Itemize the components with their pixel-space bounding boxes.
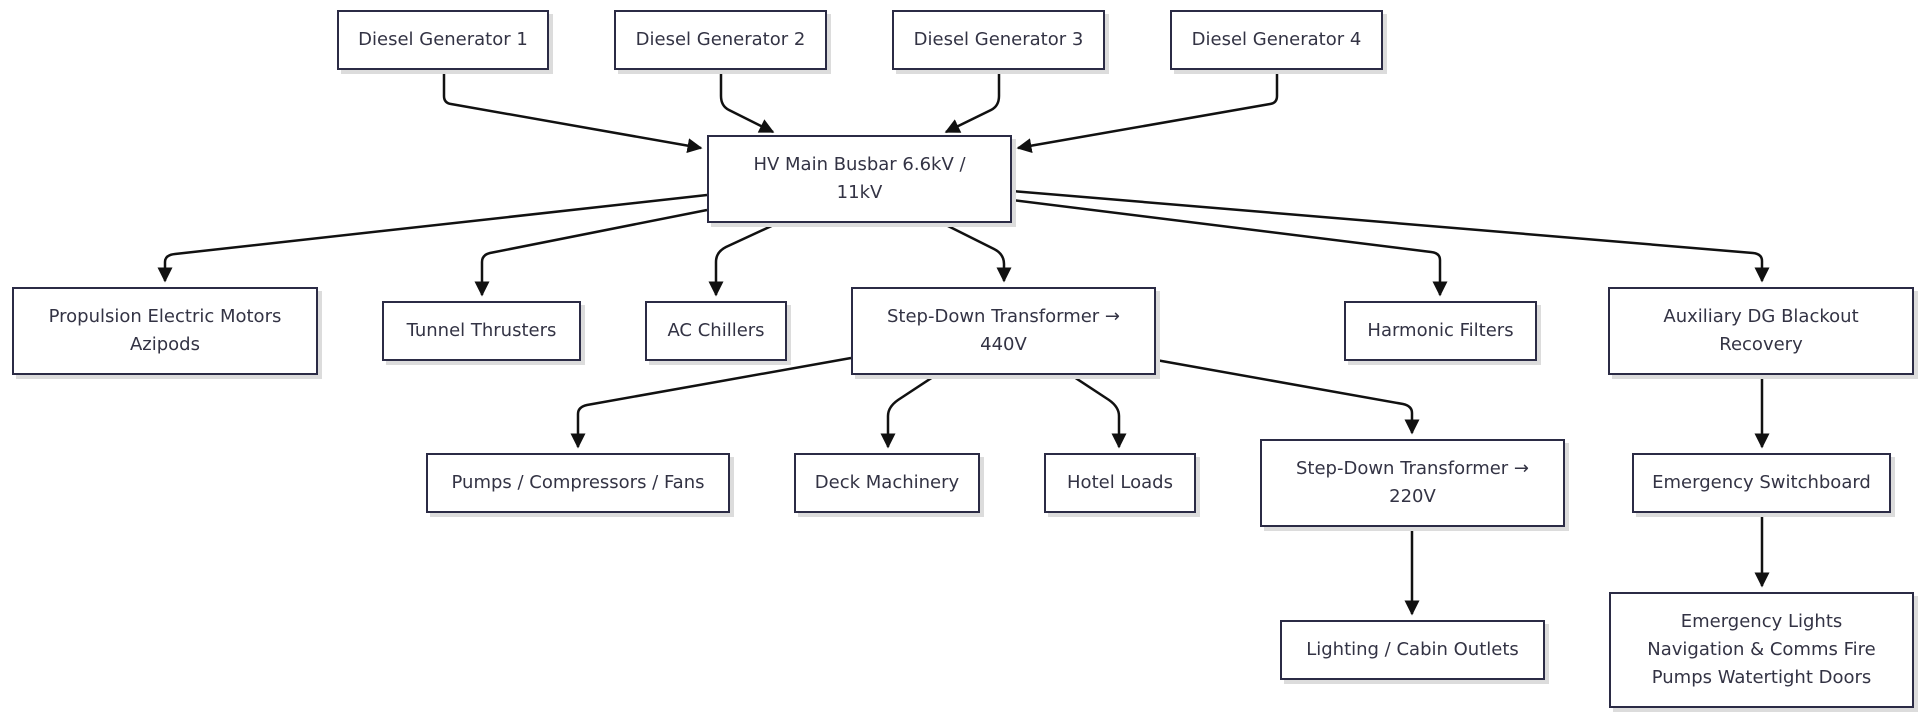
hotel-loads-node[interactable]: Hotel Loads [1044, 453, 1196, 513]
ac-chillers-node[interactable]: AC Chillers [645, 301, 787, 361]
node-label: Diesel Generator 1 [358, 29, 528, 50]
node-label: Hotel Loads [1067, 472, 1173, 493]
harmonic-filters-node[interactable]: Harmonic Filters [1344, 301, 1537, 361]
tunnel-thrusters-node[interactable]: Tunnel Thrusters [382, 301, 581, 361]
lighting-cabin-outlets-node[interactable]: Lighting / Cabin Outlets [1280, 620, 1545, 680]
connector-busbar-to-harmonic [1011, 198, 1448, 297]
diesel-generator-4-node[interactable]: Diesel Generator 4 [1170, 10, 1383, 70]
node-label: Harmonic Filters [1367, 320, 1514, 341]
node-label: Tunnel Thrusters [406, 320, 557, 341]
node-label: Emergency Switchboard [1652, 472, 1871, 493]
diesel-generator-1-node[interactable]: Diesel Generator 1 [337, 10, 549, 70]
connector-transformer440-to-deck [880, 373, 937, 449]
node-label: Step-Down Transformer → 440V [886, 306, 1120, 355]
deck-machinery-node[interactable]: Deck Machinery [794, 453, 980, 513]
connector-dg4-to-busbar [1016, 71, 1279, 154]
connector-busbar-to-auxdg [1011, 189, 1770, 283]
auxiliary-dg-node[interactable]: Auxiliary DG Blackout Recovery [1608, 287, 1914, 375]
diesel-generator-3-node[interactable]: Diesel Generator 3 [892, 10, 1105, 70]
pumps-compressors-fans-node[interactable]: Pumps / Compressors / Fans [426, 453, 730, 513]
connector-transformer440-to-hotel [1070, 373, 1127, 449]
step-down-transformer-220v-node[interactable]: Step-Down Transformer → 220V [1260, 439, 1565, 527]
connector-busbar-to-transformer440 [941, 221, 1012, 283]
node-label: Pumps / Compressors / Fans [451, 472, 705, 493]
emergency-loads-node[interactable]: Emergency Lights Navigation & Comms Fire… [1609, 592, 1914, 708]
node-label: HV Main Busbar 6.6kV / 11kV [753, 154, 966, 203]
connector-busbar-to-chillers [708, 221, 779, 297]
diesel-generator-2-node[interactable]: Diesel Generator 2 [614, 10, 827, 70]
node-label: Step-Down Transformer → 220V [1295, 458, 1529, 507]
connector-busbar-to-thrusters [474, 208, 708, 297]
hv-main-busbar-node[interactable]: HV Main Busbar 6.6kV / 11kV [707, 135, 1012, 223]
propulsion-motors-node[interactable]: Propulsion Electric Motors Azipods [12, 287, 318, 375]
node-label: AC Chillers [667, 320, 765, 341]
connector-dg3-to-busbar [944, 71, 1001, 134]
node-label: Diesel Generator 3 [913, 29, 1084, 50]
connector-busbar-to-propulsion [157, 193, 708, 283]
node-label: Diesel Generator 2 [635, 29, 806, 50]
node-label: Deck Machinery [814, 472, 960, 493]
emergency-switchboard-node[interactable]: Emergency Switchboard [1632, 453, 1891, 513]
step-down-transformer-440v-node[interactable]: Step-Down Transformer → 440V [851, 287, 1156, 375]
node-label: Lighting / Cabin Outlets [1306, 639, 1519, 660]
connector-transformer440-to-pumps [570, 356, 852, 449]
node-label: Diesel Generator 4 [1191, 29, 1362, 50]
connector-transformer440-to-transformer220 [1155, 358, 1420, 435]
node-label: Emergency Lights Navigation & Comms Fire… [1647, 611, 1876, 688]
connector-dg2-to-busbar [719, 71, 775, 134]
connector-dg1-to-busbar [442, 71, 703, 154]
node-label: Auxiliary DG Blackout Recovery [1663, 306, 1859, 355]
node-label: Propulsion Electric Motors Azipods [48, 306, 282, 355]
